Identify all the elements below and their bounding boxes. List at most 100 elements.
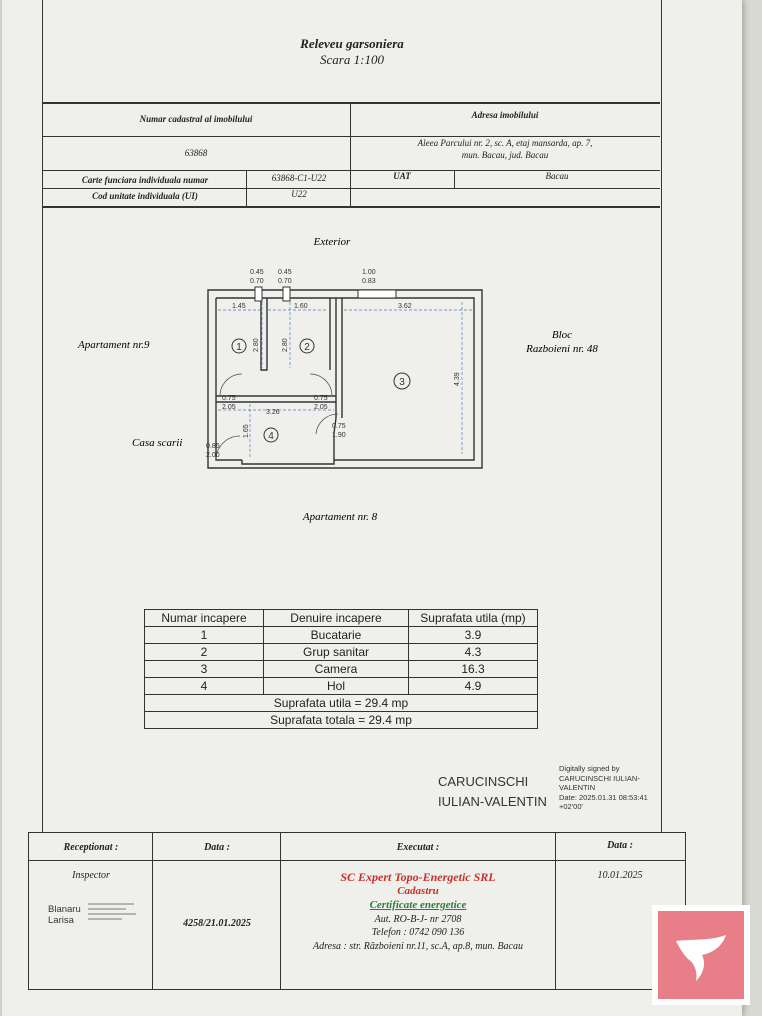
dim-2-80a: 2.80 (253, 338, 260, 352)
address-value-line1: Aleea Parcului nr. 2, sc. A, etaj mansar… (417, 138, 593, 148)
footer-receptionat: Receptionat : (63, 842, 119, 853)
inspector-label: Inspector (72, 870, 110, 881)
signer-name: CARUCINSCHI IULIAN-VALENTIN (438, 772, 547, 812)
cadastral-label: Numar cadastral al imobilului (139, 114, 253, 124)
drawing-frame (42, 206, 662, 832)
footer-data-label-1: Data : (204, 842, 230, 853)
address-value-line2: mun. Bacau, jud. Bacau (461, 150, 549, 160)
signer-name-line1: CARUCINSCHI (438, 774, 529, 789)
bottom-neighbor-label: Apartament nr. 8 (302, 511, 378, 523)
registration-number: 4258/21.01.2025 (183, 918, 251, 929)
table-header-cell: Numar incapere (144, 609, 264, 627)
window3-bot: 0.83 (362, 278, 376, 285)
digital-sign-line: Digitally signed by (559, 764, 620, 773)
exterior-label: Exterior (313, 236, 351, 248)
ui-value: U22 (291, 189, 307, 199)
table-cell: Hol (263, 677, 409, 695)
uat-value: Bacau (545, 171, 569, 181)
digital-signature-note: Digitally signed by CARUCINSCHI IULIAN- … (559, 764, 648, 812)
door1-bot: 2.05 (222, 404, 236, 411)
digital-sign-line: CARUCINSCHI IULIAN- (559, 773, 640, 783)
dim-1-65: 1.65 (243, 424, 250, 438)
cf-value: 63868-C1-U22 (271, 173, 327, 183)
address-label: Adresa imobilului (471, 110, 539, 120)
uat-label: UAT (393, 171, 411, 181)
total-row: Suprafata totala = 29.4 mp (144, 711, 538, 729)
dim-3-26: 3.26 (266, 409, 280, 416)
ui-label: Cod unitate individuala (UI) (92, 191, 198, 201)
table-row: 4 Hol 4.9 (144, 677, 538, 695)
cadastral-value: 63868 (184, 148, 208, 158)
window2-bot: 0.70 (278, 278, 292, 285)
digital-sign-line: Date: 2025.01.31 08:53:41 (559, 792, 648, 802)
total-util-row: Suprafata utila = 29.4 mp (144, 694, 538, 712)
table-row: 2 Grup sanitar 4.3 (144, 643, 538, 661)
door3-bot: 1.90 (332, 432, 346, 439)
total-util-cell: Suprafata utila = 29.4 mp (144, 694, 538, 712)
window2-top: 0.45 (278, 269, 292, 276)
table-cell: Camera (263, 660, 409, 678)
company-phone: Telefon : 0742 090 136 (371, 927, 465, 938)
right-neighbor-label-2: Razboieni nr. 48 (525, 343, 598, 355)
floor-plan: Exterior Apartament nr.9 Bloc Razboieni … (77, 236, 598, 523)
table-header-cell: Denuire incapere (263, 609, 409, 627)
page-title: Releveu garsoniera (300, 36, 404, 51)
door3-top: 0.75 (332, 423, 346, 430)
bird-icon (676, 935, 726, 981)
dim-2-80b: 2.80 (282, 338, 289, 352)
left-neighbor-label: Apartament nr.9 (77, 339, 150, 351)
scale-label: Scara 1:100 (320, 52, 384, 67)
document-page: Releveu garsoniera Scara 1:100 Numar cad… (2, 0, 742, 1016)
table-cell: Grup sanitar (263, 643, 409, 661)
inspector-signature-stamp (86, 900, 140, 926)
brand-logo-mark (658, 911, 744, 999)
dim-3-62: 3.62 (398, 303, 412, 310)
table-cell: 4.3 (408, 643, 538, 661)
right-neighbor-label-1: Bloc (552, 329, 572, 341)
dim-4-39: 4.39 (454, 372, 461, 386)
inspector-name-line1: Blanaru (48, 904, 81, 915)
table-cell: 3.9 (408, 626, 538, 644)
table-row: 1 Bucatarie 3.9 (144, 626, 538, 644)
dim-1-45: 1.45 (232, 303, 246, 310)
company-authorization: Aut. RO-B-J- nr 2708 (374, 914, 462, 925)
signer-name-line2: IULIAN-VALENTIN (438, 794, 547, 809)
door1-top: 0.75 (222, 395, 236, 402)
door4-top: 0.85 (206, 443, 220, 450)
table-cell: 4 (144, 677, 264, 695)
table-cell: 3 (144, 660, 264, 678)
table-cell: 4.9 (408, 677, 538, 695)
footer-executat: Executat : (396, 842, 440, 853)
company-cert: Certificate energetice (369, 899, 467, 911)
footer-data-label-2: Data : (607, 840, 633, 851)
inspector-name: Blanaru Larisa (48, 904, 81, 926)
window1-bot: 0.70 (250, 278, 264, 285)
dim-1-60: 1.60 (294, 303, 308, 310)
table-cell: 16.3 (408, 660, 538, 678)
room-3-marker: 3 (399, 377, 405, 388)
door2-bot: 2.05 (314, 404, 328, 411)
company-cadastru: Cadastru (397, 885, 439, 897)
table-header-cell: Suprafata utila (mp) (408, 609, 538, 627)
table-cell: 1 (144, 626, 264, 644)
cf-label: Carte funciara individuala numar (81, 175, 209, 185)
window1-top: 0.45 (250, 269, 264, 276)
execution-date: 10.01.2025 (597, 870, 643, 881)
table-row: 3 Camera 16.3 (144, 660, 538, 678)
inspector-name-line2: Larisa (48, 915, 74, 926)
company-name: SC Expert Topo-Energetic SRL (340, 870, 496, 884)
digital-sign-line: VALENTIN (559, 783, 596, 792)
room-4-marker: 4 (268, 431, 274, 442)
door2-top: 0.75 (314, 395, 328, 402)
table-cell: Bucatarie (263, 626, 409, 644)
total-cell: Suprafata totala = 29.4 mp (144, 711, 538, 729)
room-1-marker: 1 (236, 342, 242, 353)
window3-top: 1.00 (362, 269, 376, 276)
company-address: Adresa : str. Războieni nr.11, sc.A, ap.… (313, 941, 523, 952)
area-table: Numar incapere Denuire incapere Suprafat… (144, 609, 538, 729)
table-header-row: Numar incapere Denuire incapere Suprafat… (144, 609, 538, 627)
room-2-marker: 2 (304, 342, 310, 353)
door4-bot: 2.00 (206, 452, 220, 459)
brand-logo (652, 905, 750, 1005)
stairs-label: Casa scarii (132, 437, 182, 449)
